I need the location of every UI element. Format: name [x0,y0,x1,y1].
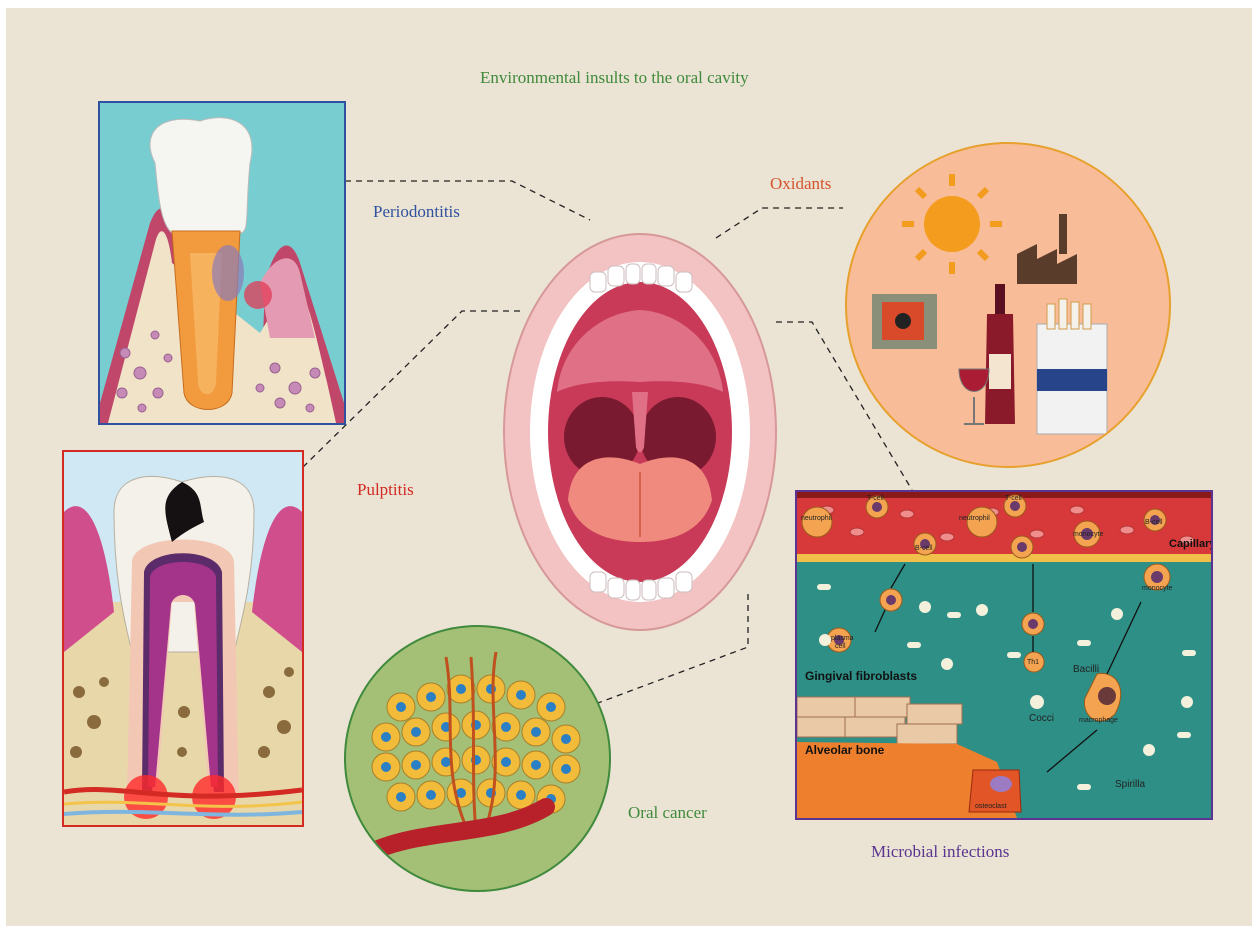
wine-glass-icon [959,369,989,424]
label-cocci: Cocci [1029,713,1054,724]
label-microbial-infections: Microbial infections [871,842,1009,862]
microbial-infections-panel: neutrophil neutrophil T-cell T-cell B-ce… [795,490,1213,820]
radioactive-barrel-icon [872,294,937,349]
label-t-cell: T-cell [867,495,884,502]
label-th1: Th1 [1027,659,1039,666]
label-gingival-fibroblasts: Gingival fibroblasts [805,669,917,683]
label-bacilli: Bacilli [1073,664,1099,675]
label-plasma-cell: cell [835,643,846,650]
label-spirilla: Spirilla [1115,779,1145,790]
label-alveolar-bone: Alveolar bone [805,743,885,757]
periodontitis-illustration [98,101,346,425]
label-oral-cancer: Oral cancer [628,803,707,823]
label-plasma: plasma [831,635,854,642]
label-monocyte: monocyte [1073,531,1103,538]
wine-bottle-icon [985,284,1015,424]
label-periodontitis: Periodontitis [373,202,460,222]
mouth-illustration [502,232,778,634]
cigarette-pack-icon [1037,299,1107,434]
label-b-cell-2: B-cell [1145,519,1163,526]
label-neutrophil-2: neutrophil [959,515,990,522]
figure-title: Environmental insults to the oral cavity [480,68,749,88]
label-pulptitis: Pulptitis [357,480,414,500]
label-capillary: Capillary [1169,538,1211,550]
sun-icon [902,174,1002,274]
label-monocyte-2: monocyte [1142,585,1172,592]
pulptitis-illustration [62,450,304,827]
factory-icon [1017,214,1077,284]
label-macrophage: macrophage [1079,717,1118,724]
label-t-cell-2: T-cell [1005,495,1022,502]
label-osteoclast: osteoclast [975,803,1007,810]
label-b-cell: B-cell [915,545,933,552]
oral-cancer-illustration [344,625,611,892]
label-oxidants: Oxidants [770,174,831,194]
label-neutrophil: neutrophil [801,515,832,522]
oxidants-illustration [845,142,1171,468]
